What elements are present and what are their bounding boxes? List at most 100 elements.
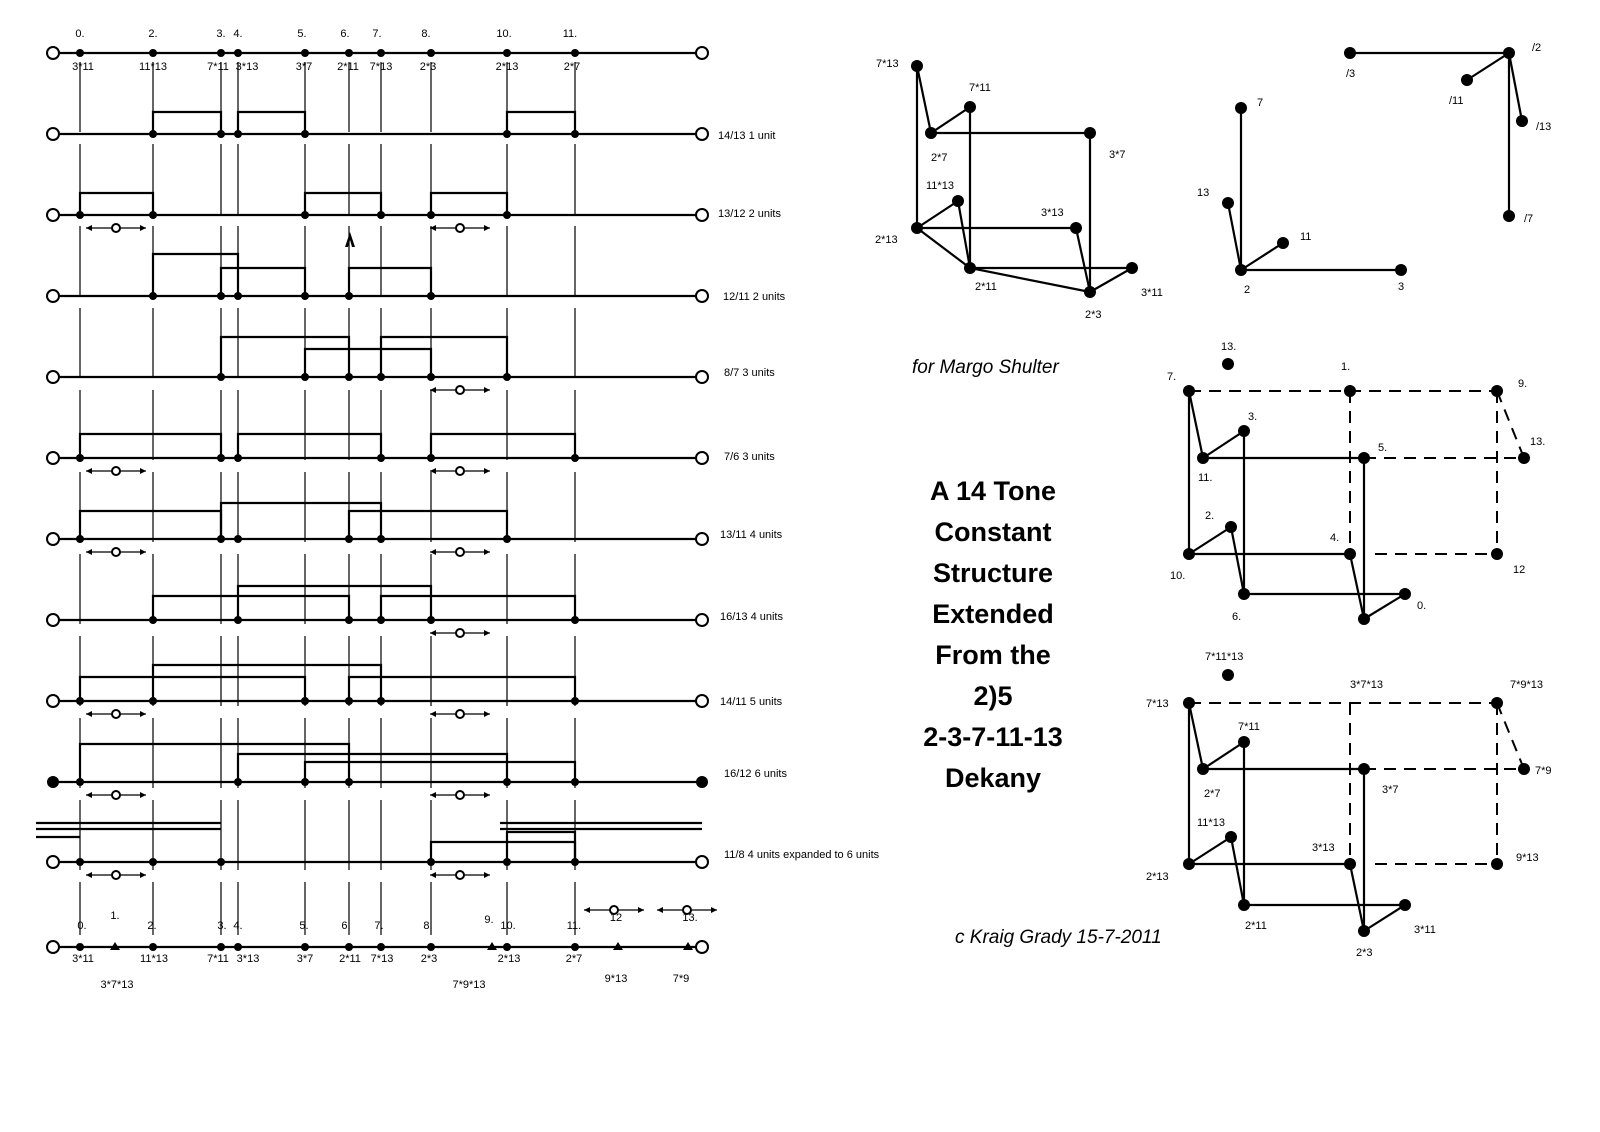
- node-label: 3*7*13: [1350, 679, 1383, 691]
- bottom-product: 2*7: [566, 953, 583, 965]
- node-label: /2: [1532, 42, 1541, 54]
- arrow-center: [111, 466, 121, 476]
- bottom-number: 9.: [484, 914, 493, 926]
- arrow-center: [455, 385, 465, 395]
- node-label: 7*11*13: [1205, 651, 1243, 663]
- tone-point: [345, 943, 353, 951]
- tone-point: [76, 943, 84, 951]
- arrow-center: [455, 547, 465, 557]
- interval-bracket: [379, 594, 577, 620]
- interval-bracket: [219, 501, 383, 539]
- line-end: [46, 208, 60, 222]
- bottom-number: 7.: [374, 920, 383, 932]
- interval-label: 12/11 2 units: [723, 291, 786, 303]
- node-label: 3*13: [1312, 842, 1335, 854]
- top-product: 2*11: [337, 61, 359, 73]
- bottom-number: 8.: [423, 920, 432, 932]
- triangle-marker: [110, 942, 120, 950]
- top-number: 4.: [233, 28, 242, 40]
- node-label: 13.: [1221, 341, 1236, 353]
- line-end: [46, 855, 60, 869]
- interval-label: 14/11 5 units: [720, 696, 783, 708]
- tone-point: [503, 49, 511, 57]
- top-product: 7*11: [207, 61, 229, 73]
- node-label: 2*11: [1245, 920, 1267, 932]
- node-label: 3*7: [1109, 149, 1126, 161]
- line-end: [46, 532, 60, 546]
- node-label: /13: [1536, 121, 1551, 133]
- line-end: [46, 289, 60, 303]
- interval-bracket: [379, 335, 509, 377]
- arrow-center: [455, 628, 465, 638]
- line-end: [695, 613, 709, 627]
- bottom-number: 11.: [567, 920, 581, 932]
- arrow-head: [86, 711, 92, 717]
- tone-point: [149, 858, 157, 866]
- line-end: [695, 208, 709, 222]
- bottom-number: 12: [610, 912, 622, 924]
- interval-bracket: [219, 266, 307, 296]
- interval-bracket: [347, 675, 577, 701]
- interval-label: 13/12 2 units: [718, 208, 781, 220]
- interval-bracket: [303, 191, 383, 215]
- arrow-head: [140, 225, 146, 231]
- line-end: [46, 46, 60, 60]
- bottom-number: 10.: [500, 920, 515, 932]
- scale-degree-cube: 13. 7. 1. 9. 3. 13. 5. 11. 2. 4. 10. 12 …: [1167, 341, 1545, 625]
- top-number: 2.: [148, 28, 157, 40]
- arrow-head: [484, 872, 490, 878]
- line-end: [695, 451, 709, 465]
- line-end: [695, 370, 709, 384]
- bottom-extra: 9*13: [605, 973, 628, 985]
- arrow-head: [584, 907, 590, 913]
- line-end: [695, 940, 709, 954]
- tone-point: [234, 49, 242, 57]
- top-product: 11*13: [139, 61, 167, 73]
- arrow-head: [86, 225, 92, 231]
- top-number: 5.: [297, 28, 306, 40]
- tone-point: [345, 49, 353, 57]
- interval-label: 16/12 6 units: [724, 768, 787, 780]
- bottom-product: 3*13: [237, 953, 260, 965]
- arrow-head: [484, 387, 490, 393]
- arrow-head: [484, 468, 490, 474]
- interval-bracket: [78, 191, 155, 215]
- bottom-product: 3*11: [72, 953, 94, 965]
- arrow-head: [484, 792, 490, 798]
- node-label: 5.: [1378, 442, 1387, 454]
- top-number: 10.: [496, 28, 511, 40]
- top-product: 2*13: [496, 61, 519, 73]
- line-end: [696, 776, 708, 788]
- node-label: 2*13: [1146, 871, 1169, 883]
- bottom-product: 2*13: [498, 953, 521, 965]
- node-label: 10.: [1170, 570, 1185, 582]
- node-label: 9.: [1518, 378, 1527, 390]
- tone-point: [149, 943, 157, 951]
- line-end: [46, 370, 60, 384]
- node-label: 2*7: [931, 152, 948, 164]
- interval-bracket: [505, 110, 577, 134]
- bottom-product: 2*3: [421, 953, 438, 965]
- node-label: 7*11: [969, 82, 991, 94]
- arrow-head: [430, 468, 436, 474]
- arrow-head: [638, 907, 644, 913]
- node-label: 13.: [1530, 436, 1545, 448]
- arrow-head: [484, 711, 490, 717]
- interval-bracket: [78, 509, 223, 539]
- arrow-head: [86, 792, 92, 798]
- interval-bracket: [151, 663, 383, 701]
- arrow-head: [430, 387, 436, 393]
- extended-products-cube: 7*11*13 7*13 3*7*13 7*9*13 7*11 7*9 2*7 …: [1146, 651, 1552, 959]
- tone-point: [76, 858, 84, 866]
- top-number: 6.: [340, 28, 349, 40]
- node-label: 2.: [1205, 510, 1214, 522]
- arrow-center: [111, 547, 121, 557]
- interval-label: 14/13 1 unit: [718, 130, 776, 142]
- title-line: Structure: [933, 558, 1053, 588]
- tone-point: [377, 49, 385, 57]
- node-label: 11*13: [1197, 817, 1225, 829]
- arrow-center: [111, 709, 121, 719]
- arrow-center: [455, 223, 465, 233]
- bottom-labels: 0. 1. 2. 3. 4. 5. 6. 7. 8. 9. 10. 11. 12…: [72, 910, 698, 991]
